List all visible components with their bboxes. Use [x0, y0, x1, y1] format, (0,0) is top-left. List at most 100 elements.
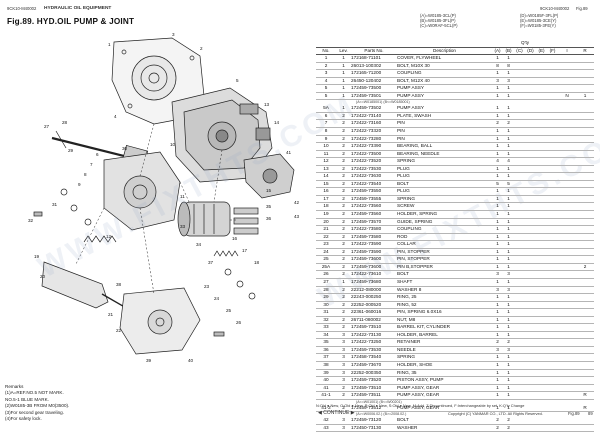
part-ref-no: 5: [316, 84, 336, 93]
qty-e: [536, 338, 547, 347]
part-level: 2: [336, 225, 351, 234]
diagram-callout-37: 37: [208, 260, 214, 265]
part-description: COVER, FLYWHEEL: [397, 54, 492, 63]
qty-b: 1: [503, 84, 514, 93]
remark-ref: [576, 376, 595, 385]
qty-b: 8: [503, 62, 514, 71]
part-number: 26013-100302: [351, 62, 397, 71]
part-number: 172459-73502: [351, 105, 397, 113]
qty-b: 2: [503, 338, 514, 347]
part-level: 1: [336, 278, 351, 287]
part-number: 22252-000520: [351, 301, 397, 310]
qty-f: [547, 112, 559, 121]
qty-c: [514, 135, 525, 144]
qty-a: 1: [492, 54, 503, 63]
remark-ref: [576, 172, 595, 181]
qty-c: [514, 84, 525, 93]
part-ref-no: 4: [316, 77, 336, 86]
remark-ref: [576, 240, 595, 249]
qty-d: [525, 338, 536, 347]
qty-d: [525, 248, 536, 257]
part-ref-no: 5A: [316, 105, 336, 113]
qty-b: 1: [503, 240, 514, 249]
qty-d: [525, 369, 536, 378]
qty-c: [514, 293, 525, 302]
part-level: 2: [336, 323, 351, 332]
diagram-callout-14: 14: [274, 120, 280, 125]
qty-f: [547, 331, 559, 340]
diagram-callout-11: 11: [180, 194, 185, 199]
part-number: 172422-73520: [351, 157, 397, 166]
part-number: 172165-71200: [351, 69, 397, 78]
qty-f: [547, 92, 559, 101]
qty-c: [514, 210, 525, 219]
qty-a: 1: [492, 263, 503, 272]
qty-c: [514, 270, 525, 279]
qty-d: [525, 84, 536, 93]
part-ref-no: 34: [316, 331, 336, 340]
qty-f: [547, 77, 559, 86]
part-number: 172459-73510: [351, 323, 397, 332]
qty-c: [514, 105, 525, 113]
remark-ref: [576, 316, 595, 325]
qty-e: [536, 278, 547, 287]
part-number: 172450-73130: [351, 424, 397, 432]
diagram-callout-39: 39: [146, 358, 152, 363]
remark-line: (3)For second gear traveling.: [5, 409, 64, 415]
part-description: PIN B,STOPPER: [397, 263, 492, 272]
diagram-callout-20: 20: [40, 274, 46, 279]
part-level: 2: [336, 218, 351, 227]
qty-e: [536, 369, 547, 378]
remark-ref: [576, 54, 595, 63]
